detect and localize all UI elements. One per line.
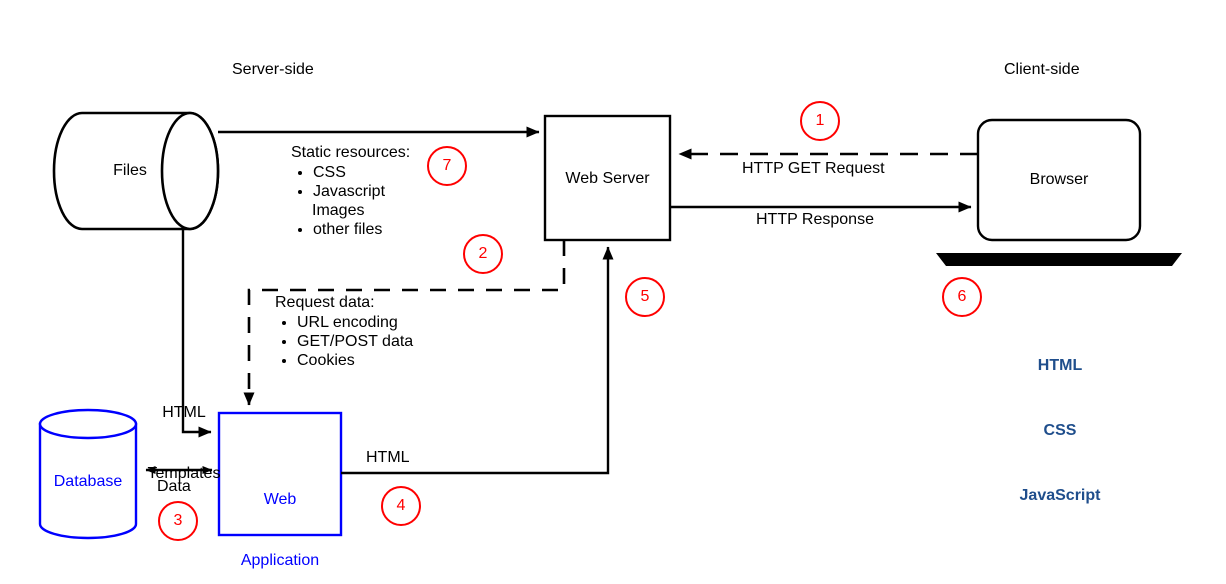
step-circle-3: 3 <box>158 501 198 541</box>
static-resources-item: other files <box>313 221 410 239</box>
request-data-heading: Request data: <box>275 294 375 311</box>
static-resources-item: CSS <box>313 164 410 182</box>
step-circle-7: 7 <box>427 146 467 186</box>
step-circle-5: 5 <box>625 277 665 317</box>
web-application-label: Web Application <box>219 449 341 584</box>
static-resources-block: Static resources: CSS Javascript Images … <box>291 144 410 240</box>
client-tech-html: HTML <box>1037 357 1083 375</box>
html-templates-line1: HTML <box>162 403 206 421</box>
data-label: Data <box>157 478 191 495</box>
step-circle-4: 4 <box>381 486 421 526</box>
static-resources-heading: Static resources: <box>291 144 411 161</box>
static-resources-list: CSS Javascript Images other files <box>291 164 410 239</box>
html-label: HTML <box>366 449 410 466</box>
client-tech-javascript: JavaScript <box>1019 486 1101 504</box>
http-get-request-label: HTTP GET Request <box>742 160 885 177</box>
browser-label: Browser <box>1029 171 1089 188</box>
html-templates-label: HTML Templates <box>136 362 232 526</box>
request-data-block: Request data: URL encoding GET/POST data… <box>275 294 413 371</box>
web-server-label: Web Server <box>565 170 650 187</box>
server-side-title: Server-side <box>232 61 314 78</box>
request-data-list: URL encoding GET/POST data Cookies <box>275 314 413 370</box>
step-circle-6: 6 <box>942 277 982 317</box>
client-tech-css: CSS <box>1043 421 1077 439</box>
static-resources-item: Images <box>312 202 365 219</box>
http-response-label: HTTP Response <box>756 211 874 228</box>
request-data-item: Cookies <box>297 352 413 370</box>
client-technologies-block: HTML CSS JavaScript <box>990 312 1130 550</box>
files-label: Files <box>113 162 147 179</box>
step-circle-2: 2 <box>463 234 503 274</box>
step-circle-1: 1 <box>800 101 840 141</box>
request-data-item: URL encoding <box>297 314 413 332</box>
database-label: Database <box>53 473 123 490</box>
html-templates-line2: Templates <box>147 465 221 483</box>
request-data-item: GET/POST data <box>297 333 413 351</box>
client-side-title: Client-side <box>1004 61 1080 78</box>
web-application-label-line2: Application <box>240 552 320 570</box>
web-application-label-line1: Web <box>263 490 297 508</box>
static-resources-item: Javascript <box>313 183 410 201</box>
laptop-base-shape <box>936 253 1182 266</box>
